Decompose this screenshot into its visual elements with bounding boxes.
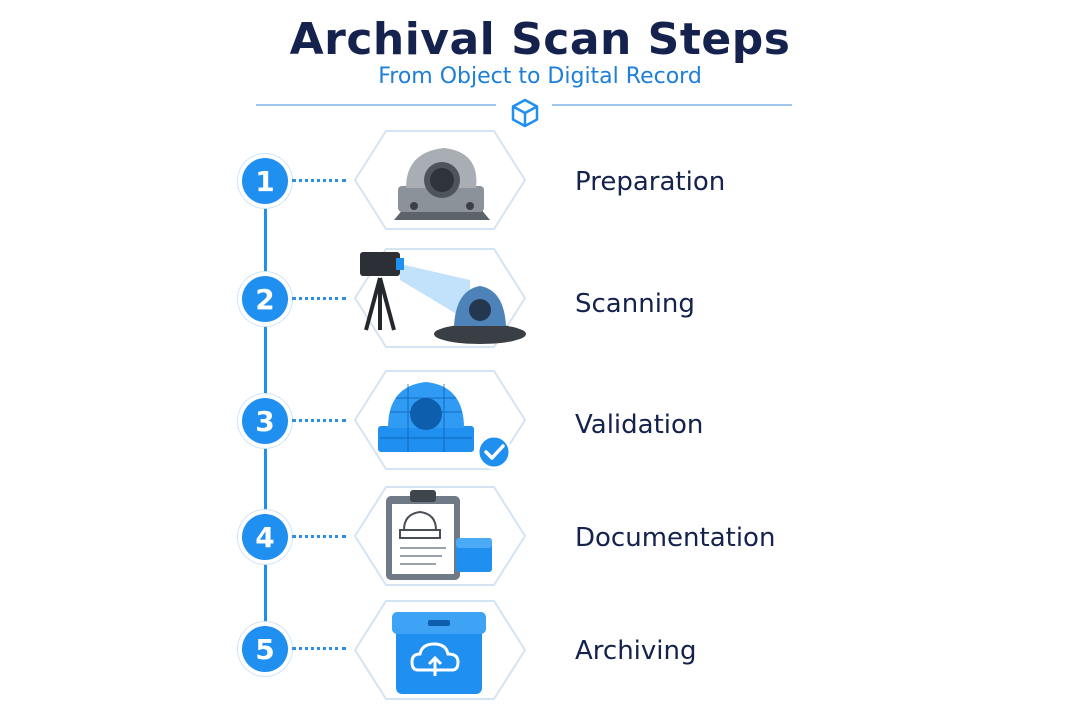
- divider-left: [256, 104, 496, 106]
- step-2-label: Scanning: [575, 289, 695, 319]
- step-5-label: Archiving: [575, 636, 697, 666]
- clipboard-icon: [353, 486, 527, 586]
- page-title: Archival Scan Steps: [289, 14, 791, 65]
- step-5-connector: [292, 647, 346, 650]
- step-2-badge: 2: [242, 276, 288, 322]
- mesh-check-icon: [353, 370, 527, 470]
- step-1-connector: [292, 179, 346, 182]
- step-2-connector: [292, 297, 346, 300]
- step-4-label: Documentation: [575, 523, 776, 553]
- cube-icon: [511, 98, 539, 128]
- bearing-housing-icon: [353, 130, 527, 230]
- step-3-connector: [292, 419, 346, 422]
- step-5-badge: 5: [242, 626, 288, 672]
- step-1-badge: 1: [242, 158, 288, 204]
- step-1-label: Preparation: [575, 167, 726, 197]
- step-4-connector: [292, 535, 346, 538]
- page-subtitle: From Object to Digital Record: [378, 64, 702, 89]
- step-3-label: Validation: [575, 410, 704, 440]
- step-4-badge: 4: [242, 514, 288, 560]
- divider-right: [552, 104, 792, 106]
- step-3-badge: 3: [242, 398, 288, 444]
- archive-box-icon: [353, 600, 527, 700]
- scanner-camera-icon: [353, 248, 527, 348]
